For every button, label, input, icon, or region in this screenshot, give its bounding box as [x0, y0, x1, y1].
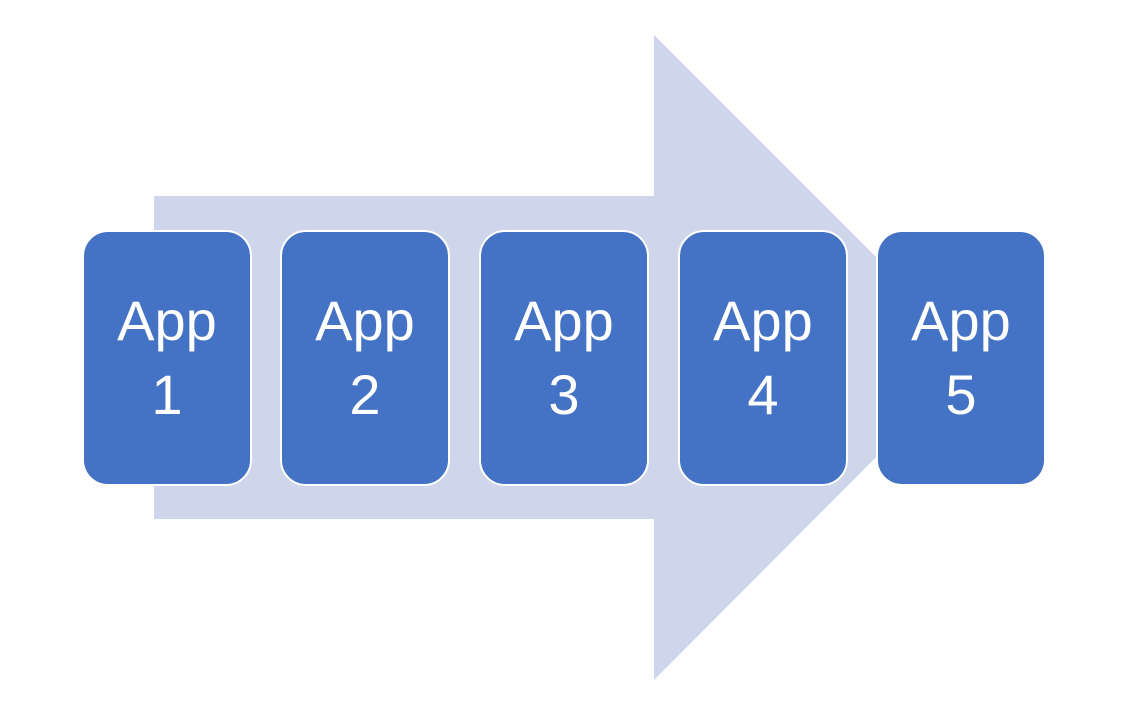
app-step-1-label: App 1: [117, 289, 217, 426]
app-step-3-label: App 3: [514, 289, 614, 426]
app-step-5: App 5: [876, 230, 1046, 486]
app-step-5-label: App 5: [911, 289, 1011, 426]
app-step-2: App 2: [280, 230, 450, 486]
app-step-3: App 3: [479, 230, 649, 486]
app-step-1: App 1: [82, 230, 252, 486]
app-step-4-label: App 4: [713, 289, 813, 426]
app-step-2-label: App 2: [315, 289, 415, 426]
app-step-4: App 4: [678, 230, 848, 486]
